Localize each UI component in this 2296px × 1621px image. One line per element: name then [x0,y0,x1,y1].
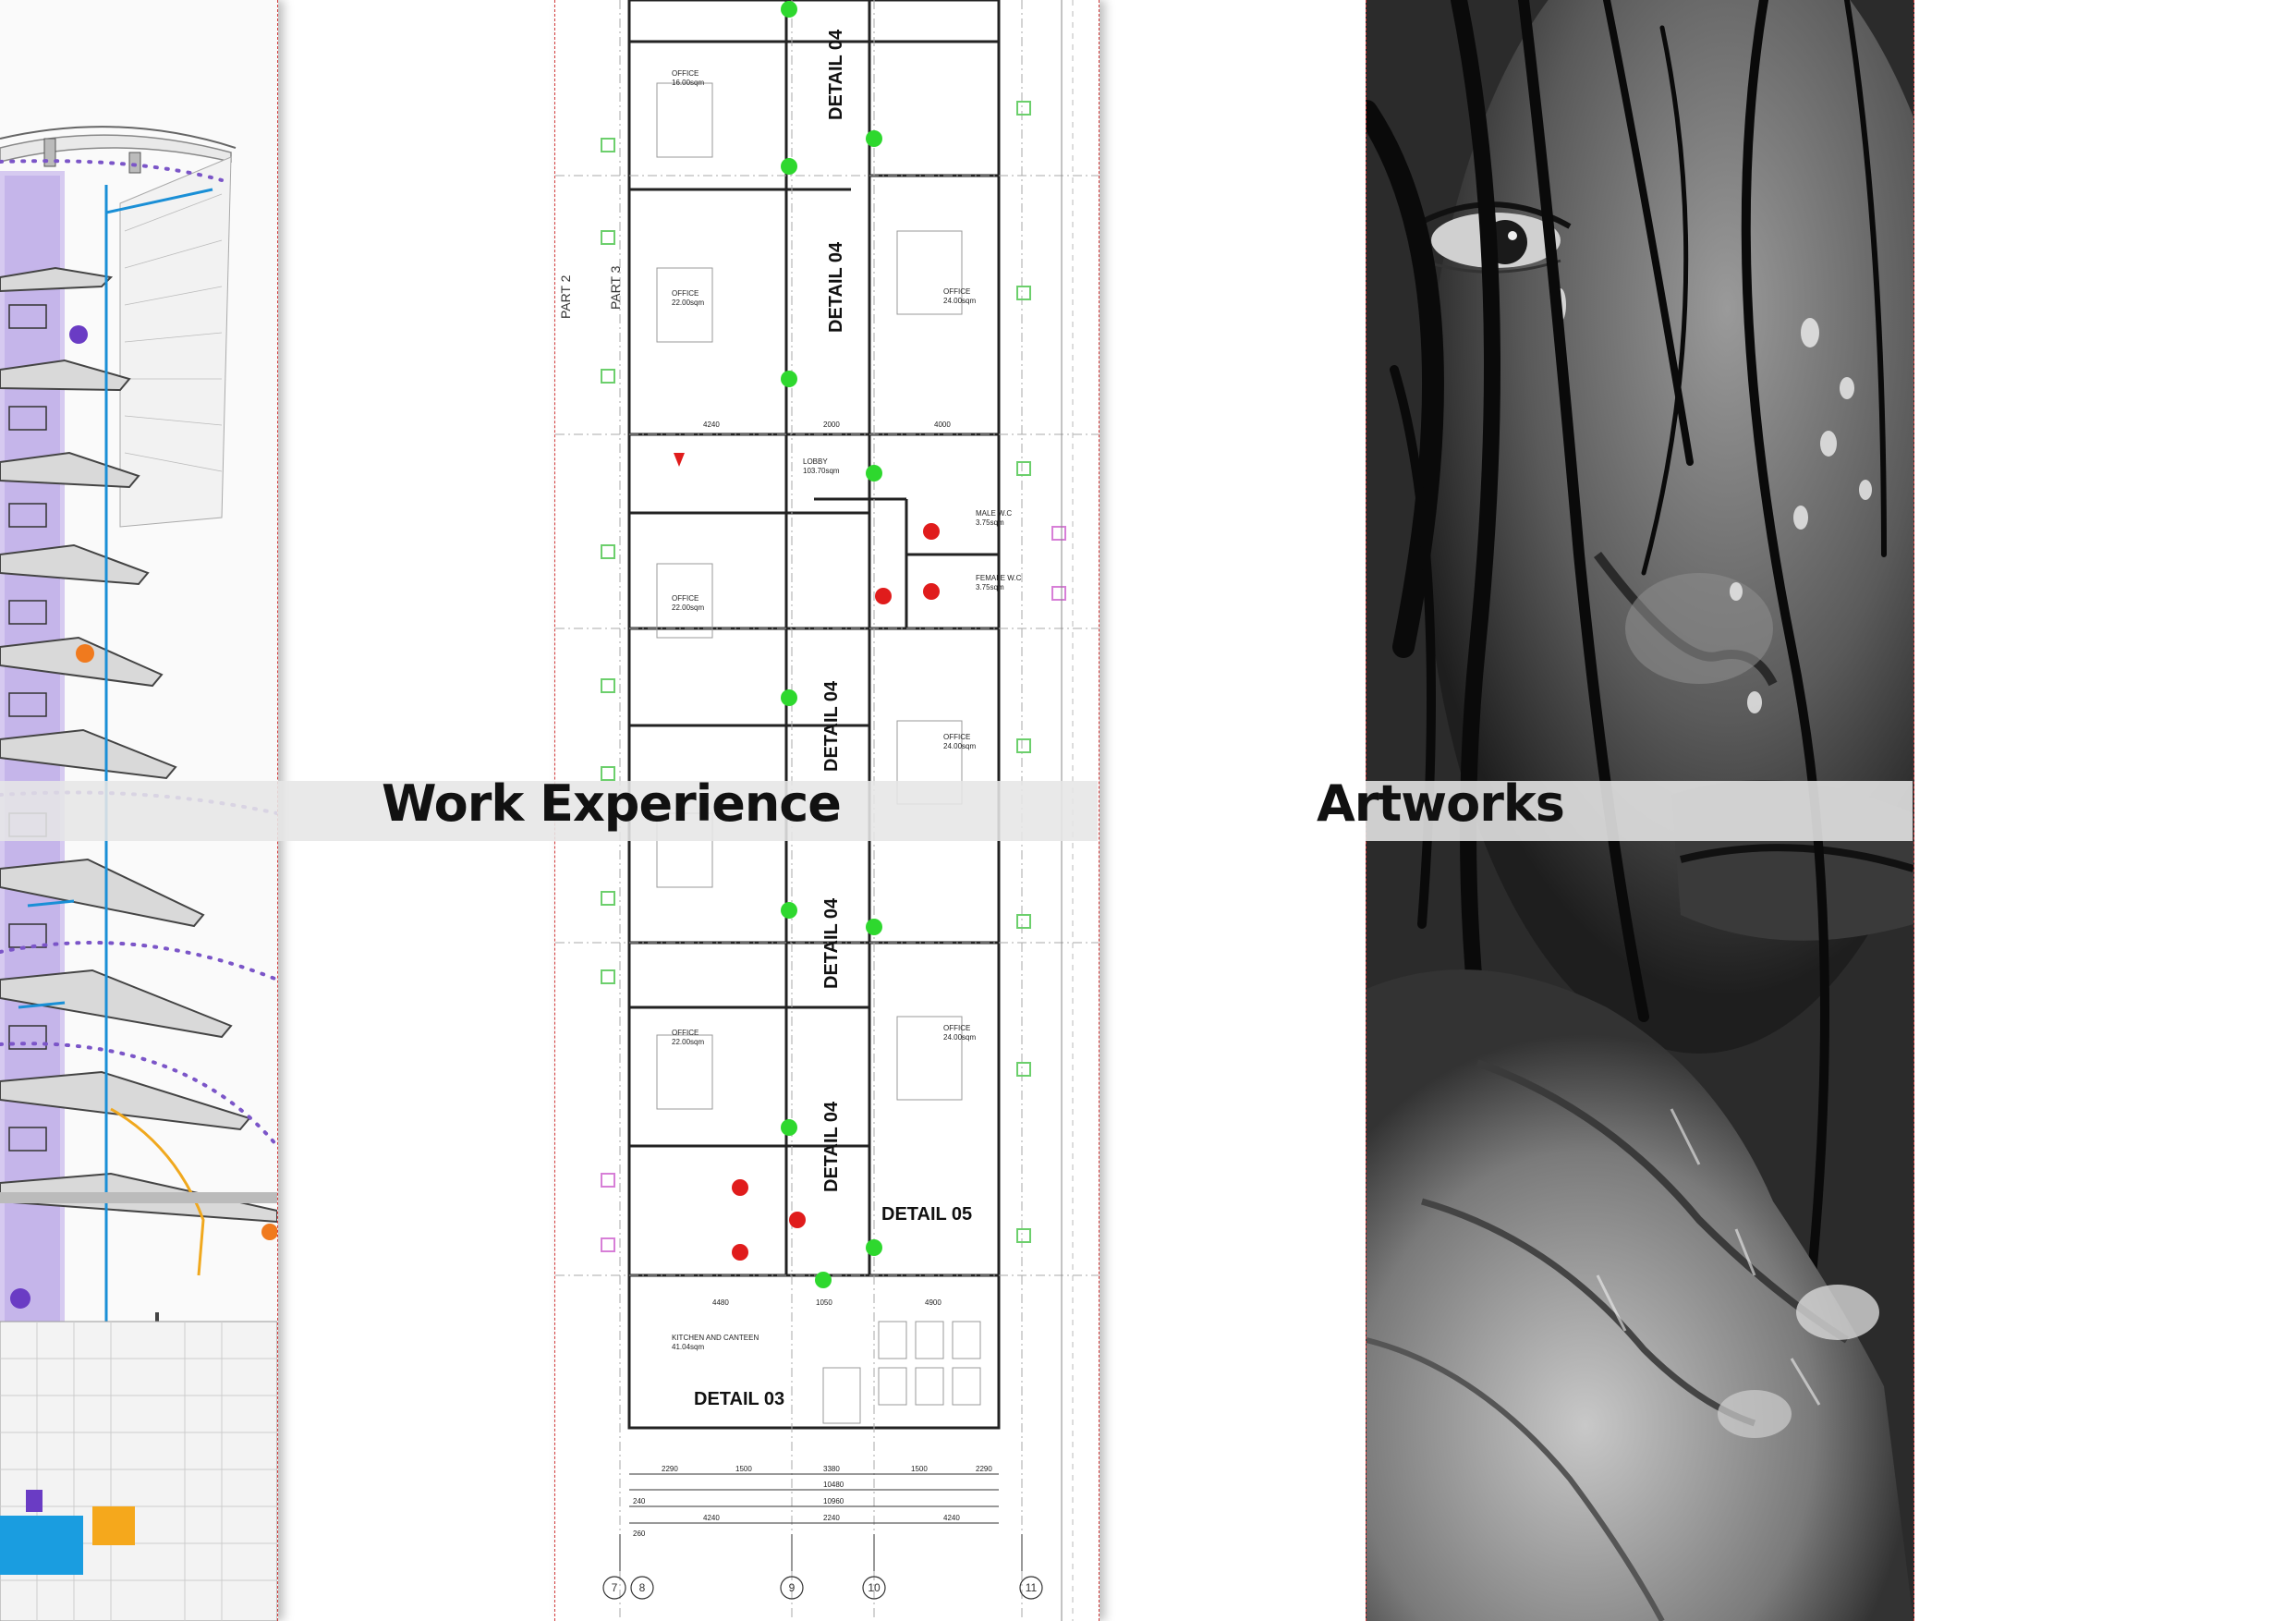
room-area: 3.75sqm [976,518,1004,527]
room-name: OFFICE [943,733,970,741]
grid-marker: 10 [868,1581,881,1594]
dimension-label: 10960 [823,1497,844,1505]
detail-label: DETAIL 04 [821,897,842,989]
room-name: KITCHEN AND CANTEEN [672,1334,759,1342]
dimension-label: 4240 [943,1514,960,1522]
room-area: 41.04sqm [672,1343,704,1351]
room-name: MALE W.C [976,509,1012,518]
room-name: OFFICE [672,1029,699,1037]
grid-marker: 9 [789,1581,796,1594]
dimension-label: 10480 [823,1481,844,1489]
room-area: 16.00sqm [672,79,704,87]
isometric-building-drawing [0,126,277,1621]
room-name: OFFICE [672,69,699,78]
room-area: 3.75sqm [976,583,1004,591]
dimension-label: 4900 [925,1298,941,1307]
grid-marker: 8 [639,1581,646,1594]
floor-plan-drawing: DETAIL 04 DETAIL 04 DETAIL 04 DETAIL 04 … [555,0,1099,1621]
dimension-label: 1500 [735,1465,752,1473]
dimension-label: 2290 [662,1465,678,1473]
dimension-label: 1050 [816,1298,832,1307]
detail-label: DETAIL 04 [821,680,842,772]
detail-label: DETAIL 04 [821,1101,842,1192]
detail-label: DETAIL 03 [694,1389,784,1409]
room-area: 22.00sqm [672,299,704,307]
grid-marker: 11 [1026,1581,1038,1594]
dimension-label: 4480 [712,1298,729,1307]
dimension-label: 240 [633,1497,646,1505]
dimension-label: 3380 [823,1465,840,1473]
room-name: OFFICE [672,289,699,298]
room-area: 24.00sqm [943,742,976,750]
part-label: PART 3 [608,265,623,310]
room-area: 22.00sqm [672,603,704,612]
label-band-right [1366,781,1913,841]
detail-label: DETAIL 04 [826,241,846,333]
dimension-label: 2000 [823,420,840,429]
room-name: LOBBY [803,457,828,466]
room-name: OFFICE [943,287,970,296]
dimension-label: 4240 [703,420,720,429]
room-area: 24.00sqm [943,1033,976,1042]
room-area: 103.70sqm [803,467,840,475]
room-name: OFFICE [943,1024,970,1032]
detail-label: DETAIL 05 [881,1204,972,1225]
dimension-label: 2240 [823,1514,840,1522]
room-name: FEMALE W.C [976,574,1022,582]
detail-label: DETAIL 04 [826,29,846,120]
label-band-left [0,781,1098,841]
dimension-label: 4240 [703,1514,720,1522]
room-area: 24.00sqm [943,297,976,305]
room-area: 22.00sqm [672,1038,704,1046]
section-title-work-experience[interactable]: Work Experience [382,774,842,833]
dimension-label: 2290 [976,1465,992,1473]
room-name: OFFICE [672,594,699,603]
section-title-artworks[interactable]: Artworks [1317,774,1565,833]
part-label: PART 2 [558,274,573,319]
dimension-label: 1500 [911,1465,928,1473]
grid-marker: 7 [612,1581,618,1594]
dimension-label: 4000 [934,420,951,429]
dimension-label: 260 [633,1530,646,1538]
